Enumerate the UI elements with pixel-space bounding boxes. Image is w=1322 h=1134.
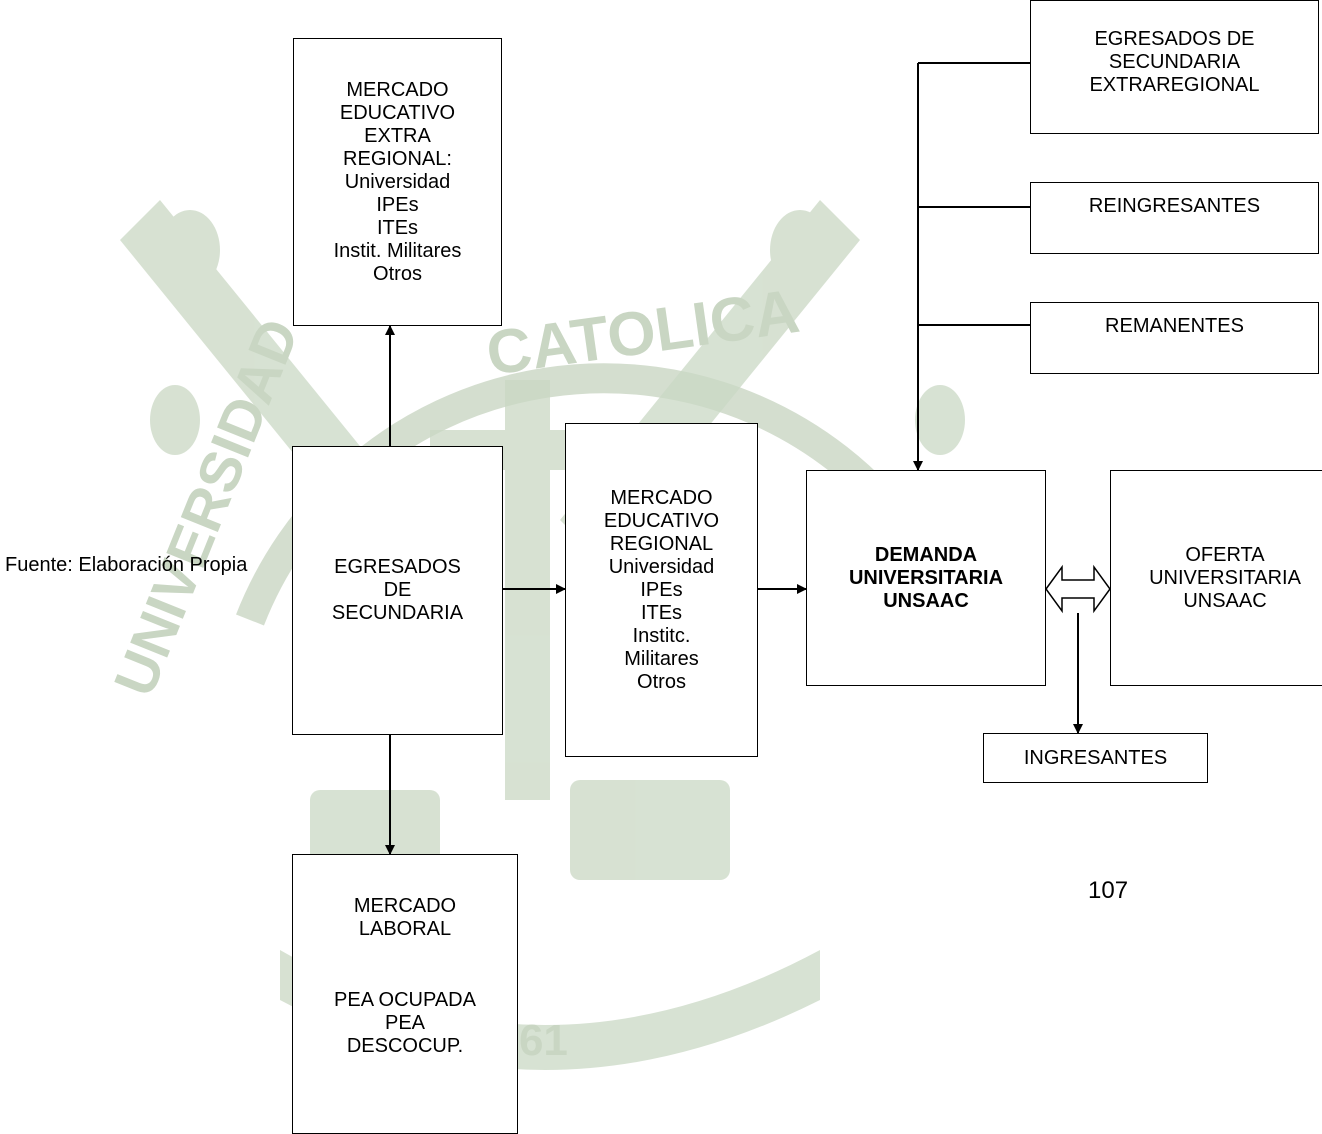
double-arrow-demanda-oferta (1045, 564, 1111, 614)
box-line: SECUNDARIA (331, 602, 464, 624)
box-line: INGRESANTES (1023, 746, 1168, 769)
box-line: DEMANDA (874, 543, 978, 566)
box-line: IPEs (640, 578, 683, 601)
box-line: LABORAL (358, 918, 452, 940)
box-line: UNSAAC (1183, 589, 1267, 612)
box-line: EXTRAREGIONAL (1089, 74, 1260, 96)
box-line: IPEs (376, 193, 419, 216)
box-line: Institc. (632, 624, 691, 647)
box-line: Otros (637, 670, 686, 693)
box-line: EDUCATIVO (603, 509, 720, 532)
box-line: MERCADO (610, 486, 713, 509)
box-line: REINGRESANTES (1088, 195, 1261, 217)
box-ingresantes: INGRESANTES (983, 733, 1208, 783)
box-line: PEA (384, 1012, 426, 1034)
box-line: UNIVERSITARIA (848, 566, 1004, 589)
box-line: DESCOCUP. (346, 1035, 464, 1057)
box-line: MERCADO (353, 895, 457, 917)
box-line: EGRESADOS (334, 556, 461, 578)
box-line: REGIONAL: (343, 147, 452, 170)
box-line: DE (383, 579, 412, 601)
box-line: Instit. Militares (333, 239, 462, 262)
box-line: Universidad (344, 170, 451, 193)
box-line: OFERTA (1185, 543, 1265, 566)
box-line: EDUCATIVO (339, 101, 456, 124)
source-note: Fuente: Elaboración Propia (5, 554, 248, 576)
box-line: MERCADO (346, 78, 449, 101)
box-reingresantes: REINGRESANTES (1030, 182, 1319, 254)
box-line: EXTRA (364, 124, 431, 147)
box-line: Universidad (608, 555, 715, 578)
box-line: PEA OCUPADA (334, 989, 476, 1011)
box-line: ITEs (640, 601, 683, 624)
box-line: Militares (624, 647, 699, 670)
page-number: 107 (1088, 877, 1129, 904)
box-line: REGIONAL (609, 532, 714, 555)
box-line: Otros (373, 262, 422, 285)
box-line: UNSAAC (883, 589, 969, 612)
box-line: UNIVERSITARIA (1149, 566, 1301, 589)
box-line: ITEs (376, 216, 419, 239)
box-line: SECUNDARIA (1108, 51, 1241, 73)
box-line: EGRESADOS DE (1094, 28, 1255, 50)
box-line: REMANENTES (1105, 315, 1244, 337)
box-remanentes: REMANENTES (1030, 302, 1319, 374)
